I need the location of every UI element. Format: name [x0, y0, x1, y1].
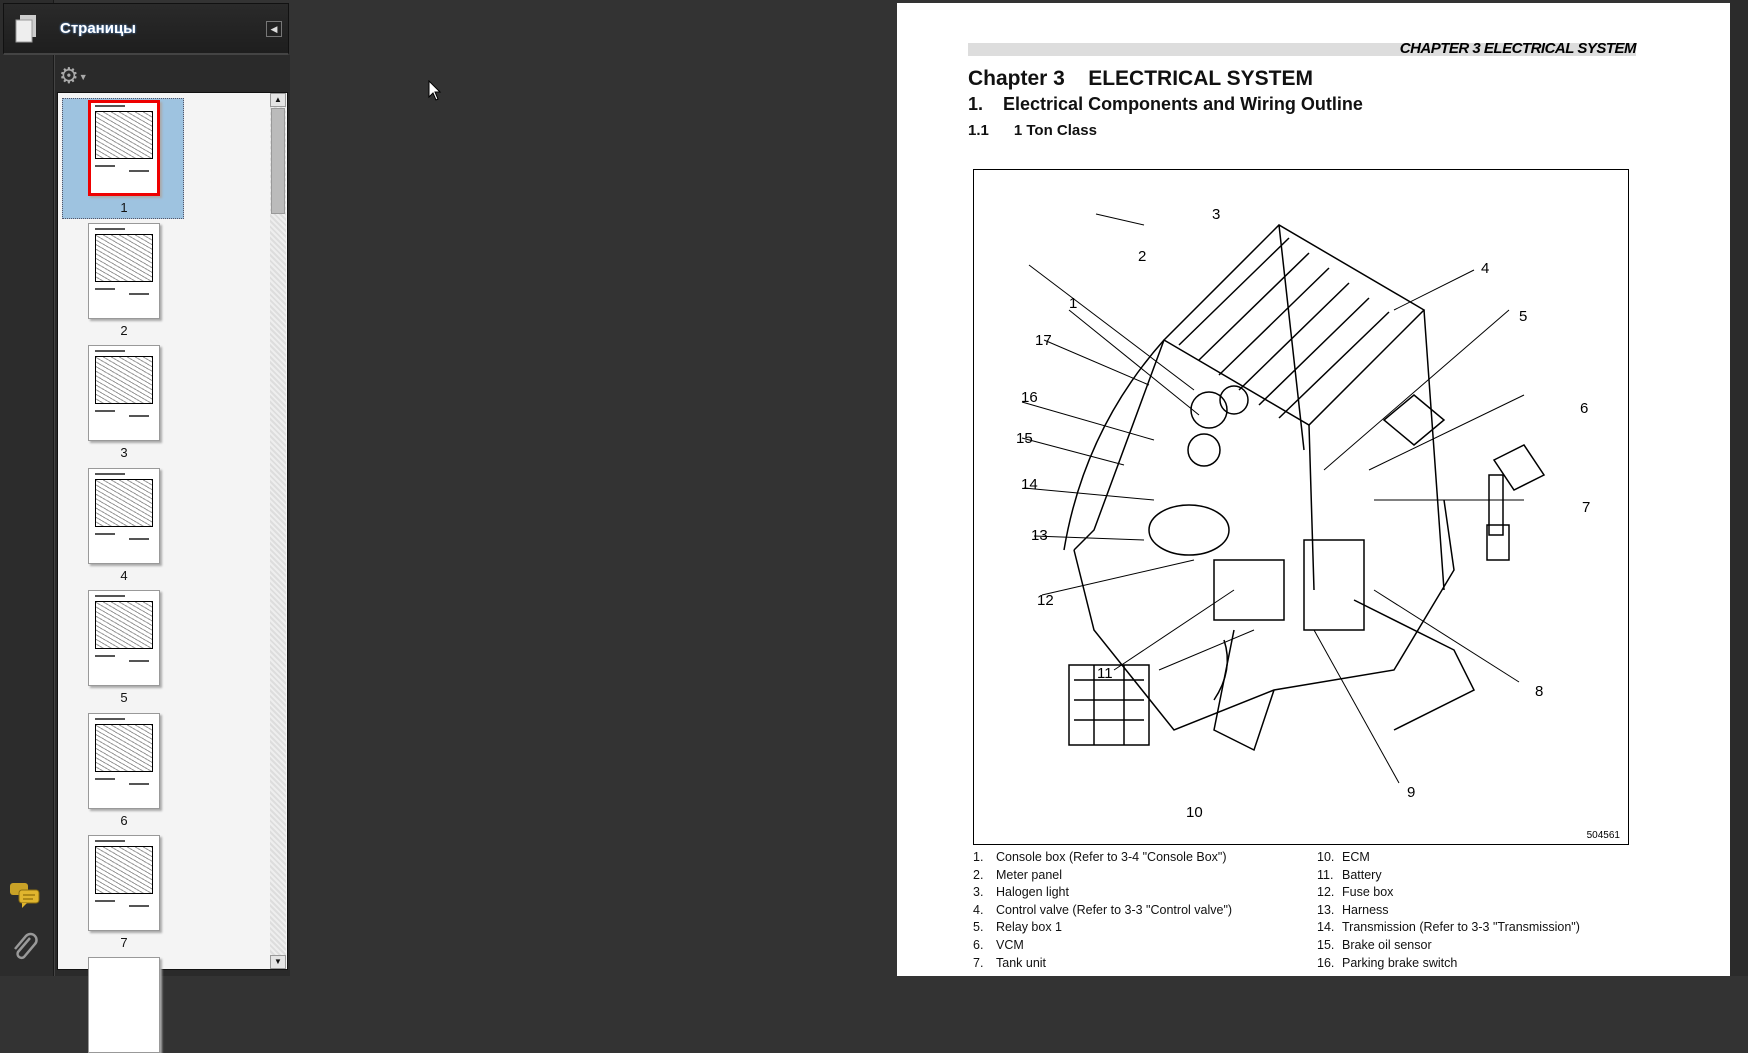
figure-callout: 12: [1037, 592, 1054, 609]
figure-callout: 7: [1582, 499, 1591, 516]
figure-callout: 3: [1212, 206, 1221, 223]
legend-text: Brake oil sensor: [1342, 938, 1432, 952]
figure-callout: 17: [1035, 332, 1052, 349]
legend-text: Relay box 1: [996, 920, 1063, 935]
figure-callout: 16: [1021, 389, 1038, 406]
legend-text: Fuse box: [1342, 885, 1394, 900]
figure-callout: 15: [1016, 430, 1033, 447]
figure-callout: 13: [1031, 527, 1048, 544]
legend-number: 14.: [1317, 920, 1335, 935]
legend-number: 1.: [973, 850, 984, 864]
page-thumbnail-label: 7: [120, 935, 128, 950]
figure-callout: 10: [1186, 804, 1203, 821]
page-thumbnail[interactable]: [88, 957, 160, 1053]
legend-text: Meter panel: [996, 867, 1063, 882]
section-title: 1. Electrical Components and Wiring Outl…: [968, 94, 1363, 114]
figure-callout: 1: [1069, 295, 1078, 312]
running-header: CHAPTER 3 ELECTRICAL SYSTEM: [1399, 40, 1637, 57]
running-header-bar: [968, 43, 1636, 56]
legend-number: 6.: [973, 938, 984, 952]
figure-callout: 5: [1519, 308, 1528, 325]
comments-icon[interactable]: [8, 880, 42, 910]
page-thumbnail[interactable]: [88, 222, 160, 319]
legend-text: ECM: [1342, 850, 1370, 864]
legend-number: 7.: [973, 955, 984, 970]
legend-text: Battery: [1342, 867, 1382, 882]
legend-number: 13.: [1317, 902, 1335, 917]
scroll-down-button[interactable]: ▼: [270, 955, 286, 969]
navigation-strip: [0, 0, 54, 976]
legend-number: 12.: [1317, 885, 1335, 900]
legend-text: Control valve (Refer to 3-3 "Control val…: [996, 902, 1233, 917]
legend-number: 3.: [973, 885, 984, 900]
collapse-panel-button[interactable]: ◀: [266, 21, 282, 37]
right-scroll-strip[interactable]: [1730, 0, 1748, 976]
pages-panel-header: Страницы ◀: [3, 3, 289, 55]
page-thumbnail-label: 6: [120, 812, 128, 828]
page-thumbnail-label: 5: [120, 690, 128, 705]
gear-icon: ⚙: [59, 63, 79, 88]
chevron-down-icon: ▼: [78, 72, 88, 83]
legend-number: 5.: [973, 920, 984, 935]
legend-number: 16.: [1317, 955, 1335, 970]
figure-id: 504561: [1586, 830, 1620, 841]
legend-number: 11.: [1317, 867, 1334, 882]
legend-text: VCM: [996, 938, 1024, 952]
subsection-title: 1.1 1 Ton Class: [968, 122, 1097, 139]
figure-callout: 2: [1138, 248, 1147, 265]
pages-icon: [15, 15, 36, 43]
scrollbar-thumb[interactable]: [271, 108, 285, 214]
figure-callout: 4: [1481, 260, 1490, 277]
mouse-cursor-icon: [428, 80, 442, 101]
chapter-title: Chapter 3 ELECTRICAL SYSTEM: [968, 67, 1313, 90]
page-thumbnail[interactable]: [88, 100, 160, 196]
page-thumbnail-label: 4: [120, 567, 128, 583]
scrollbar[interactable]: ▲▼: [270, 93, 286, 969]
legend-text: Harness: [1342, 902, 1389, 917]
figure-callout: 6: [1580, 400, 1589, 417]
panel-title: Страницы: [60, 20, 136, 37]
legend-text: Tank unit: [996, 955, 1047, 970]
legend-text: Parking brake switch: [1342, 955, 1458, 970]
legend-number: 10.: [1317, 850, 1335, 864]
page-thumbnail-label: 1: [120, 200, 128, 215]
page-thumbnail[interactable]: [88, 835, 160, 931]
figure-callout: 14: [1021, 476, 1038, 493]
page-thumbnail[interactable]: [88, 345, 160, 441]
page-thumbnail[interactable]: [88, 712, 160, 809]
scroll-up-button[interactable]: ▲: [270, 93, 286, 107]
forklift-drawing: [1021, 213, 1546, 784]
figure-callout: 11: [1097, 665, 1113, 682]
legend-number: 15.: [1317, 938, 1335, 952]
legend-text: Console box (Refer to 3-4 "Console Box"): [996, 850, 1227, 864]
legend-text: Transmission (Refer to 3-3 "Transmission…: [1342, 920, 1580, 935]
figure-callout: 8: [1535, 683, 1544, 700]
page-thumbnail[interactable]: [88, 590, 160, 686]
attachments-icon[interactable]: [10, 932, 40, 962]
options-menu-button[interactable]: ⚙▼: [59, 63, 88, 89]
figure-callout: 9: [1407, 784, 1416, 801]
page-thumbnail-label: 3: [120, 445, 128, 460]
legend-text: Halogen light: [996, 885, 1069, 900]
page-thumbnail-label: 2: [120, 322, 128, 338]
legend-number: 4.: [973, 902, 984, 917]
legend-number: 2.: [973, 867, 984, 882]
page-thumbnail[interactable]: [88, 467, 160, 564]
